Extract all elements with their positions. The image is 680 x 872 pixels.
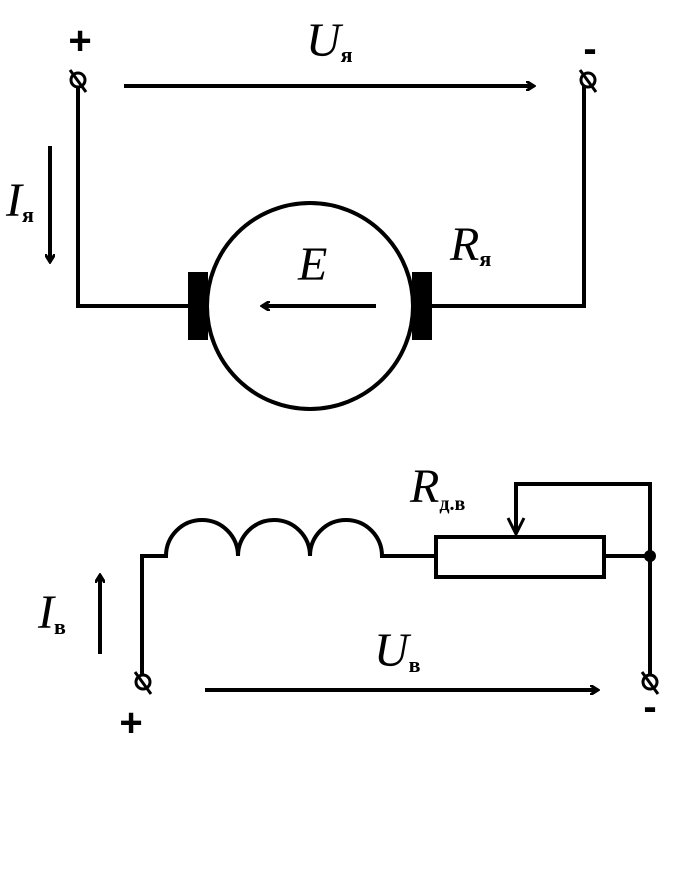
armature-resistance-label: Rя	[449, 218, 491, 271]
field-left-wire	[140, 554, 168, 678]
field-right-wire	[602, 554, 652, 678]
field-plus-terminal[interactable]	[133, 671, 153, 695]
field-winding-coil	[163, 518, 385, 559]
field-rheostat-label: Rд.в	[409, 460, 465, 515]
field-minus-terminal[interactable]	[640, 671, 660, 695]
armature-minus-sign: -	[583, 27, 596, 71]
field-minus-sign: -	[643, 685, 656, 729]
armature-voltage-label: Uя	[306, 14, 353, 67]
armature-current-label: Iя	[5, 174, 34, 227]
right-brush	[412, 272, 432, 340]
armature-plus-sign: +	[68, 19, 91, 63]
field-current-label: Iв	[37, 586, 66, 639]
rheostat-slider-arrowhead[interactable]	[506, 517, 526, 538]
field-rheostat[interactable]	[434, 535, 606, 579]
emf-label: E	[297, 238, 327, 291]
field-circuit: + - Uв Iв Rд.в	[37, 460, 660, 745]
armature-right-wire	[428, 84, 586, 308]
armature-plus-terminal[interactable]	[68, 69, 88, 93]
field-voltage-label: Uв	[374, 624, 421, 677]
rheostat-slider-wire	[514, 482, 652, 558]
armature-minus-terminal[interactable]	[578, 69, 598, 93]
field-plus-sign: +	[119, 701, 142, 745]
left-brush	[188, 272, 208, 340]
armature-circuit: + - Uя Iя E Rя	[5, 14, 598, 411]
armature-left-wire	[76, 84, 192, 308]
